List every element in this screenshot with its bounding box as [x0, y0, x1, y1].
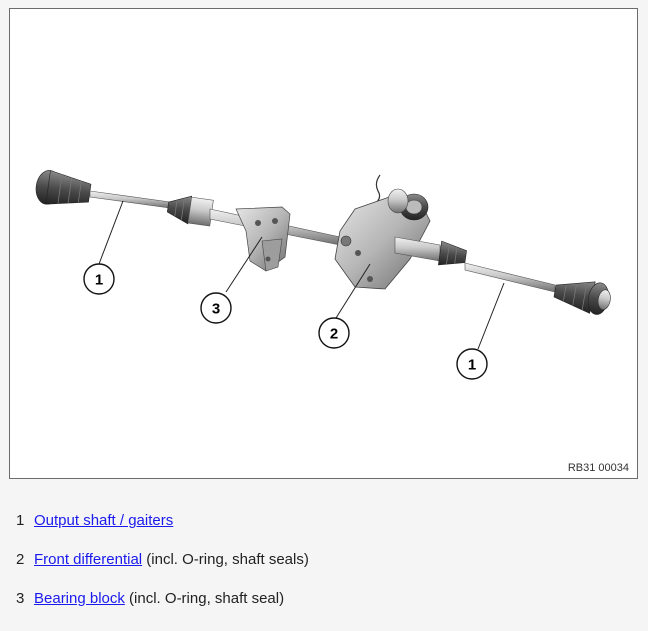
legend-number: 2	[16, 551, 25, 568]
differential-input-flange	[387, 188, 429, 221]
callout-2: 2	[318, 317, 350, 349]
callout-number: 1	[95, 272, 103, 289]
legend-number: 3	[16, 590, 25, 607]
left-inner-gaiter	[166, 195, 214, 227]
figure-code: RB31 00034	[567, 462, 629, 474]
callout-leaders	[98, 200, 505, 350]
left-outer-gaiter	[35, 170, 92, 205]
callout-1-right: 1	[456, 348, 488, 380]
legend-detail: (incl. O-ring, shaft seal)	[124, 590, 285, 607]
legend-item-bearing-block: 3 Bearing block (incl. O-ring, shaft seal…	[16, 590, 284, 607]
legend-item-output-shaft: 1 Output shaft / gaiters	[16, 512, 173, 529]
front-differential	[334, 174, 441, 290]
callout-3: 3	[200, 292, 232, 324]
callout-1-left: 1	[83, 263, 115, 295]
output-shaft-link[interactable]: Output shaft / gaiters	[34, 512, 174, 529]
right-outer-gaiter	[553, 281, 611, 315]
callout-number: 3	[212, 301, 220, 318]
front-axle-illustration: 1 3 2 1	[35, 170, 611, 380]
intermediate-shaft	[209, 206, 341, 272]
diagram-frame: 1 3 2 1 RB31 00034	[9, 8, 638, 479]
bearing-block	[235, 206, 291, 272]
callout-number: 1	[468, 357, 476, 374]
legend-number: 1	[16, 512, 25, 529]
callout-number: 2	[330, 326, 338, 343]
front-differential-link[interactable]: Front differential	[34, 551, 143, 568]
legend-item-front-differential: 2 Front differential (incl. O-ring, shaft…	[16, 551, 309, 568]
bearing-block-link[interactable]: Bearing block	[34, 590, 125, 607]
right-output-shaft	[437, 240, 611, 315]
legend-detail: (incl. O-ring, shaft seals)	[142, 551, 309, 568]
left-output-shaft	[35, 170, 214, 227]
right-inner-gaiter	[437, 240, 467, 266]
